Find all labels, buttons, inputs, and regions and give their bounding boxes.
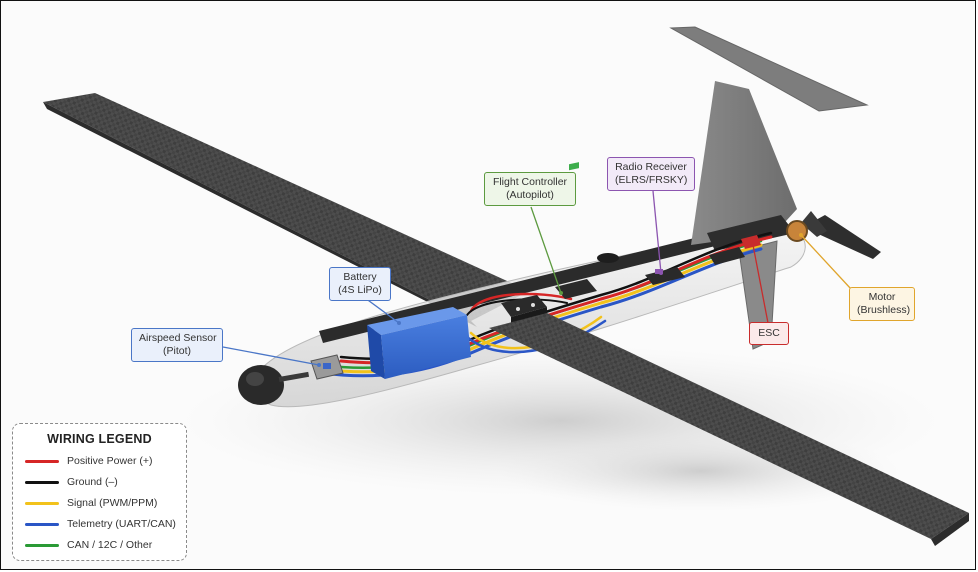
horizontal-stabilizer [669, 26, 869, 112]
legend-label: Ground (–) [67, 476, 118, 488]
motor-sublabel: (Brushless) [857, 304, 911, 316]
radio-receiver-callout: Radio Receiver (ELRS/FRSKY) [607, 157, 695, 191]
airspeed-sensor-callout: Airspeed Sensor (Pitot) [131, 328, 223, 362]
nose-cone [238, 365, 284, 405]
battery-pack [367, 307, 471, 379]
radio-receiver-sublabel: (ELRS/FRSKY) [615, 174, 688, 186]
esc-board [709, 235, 761, 265]
legend-title: WIRING LEGEND [47, 432, 152, 446]
airspeed-sensor-label: Airspeed Sensor [139, 332, 217, 344]
esc-label: ESC [758, 327, 780, 339]
legend-swatch [25, 481, 59, 484]
legend-swatch [25, 502, 59, 505]
motor-label: Motor [868, 291, 896, 303]
flight-controller-label: Flight Controller [492, 176, 568, 188]
airspeed-sensor-module [310, 354, 344, 380]
pitot-tube [278, 371, 310, 382]
flight-controller-sublabel: (Autopilot) [506, 189, 554, 201]
legend-label: Positive Power (+) [67, 455, 153, 467]
legend-swatch [25, 460, 59, 463]
esc-callout: ESC [749, 322, 789, 345]
receiver-board [645, 267, 685, 285]
left-wing [43, 93, 529, 327]
flight-controller-callout: Flight Controller (Autopilot) [484, 172, 576, 206]
autopilot-board [555, 162, 597, 299]
motor-callout: Motor (Brushless) [849, 287, 915, 321]
wiring-legend: WIRING LEGEND Positive Power (+) Ground … [12, 423, 187, 561]
legend-label: Telemetry (UART/CAN) [67, 518, 176, 530]
legend-swatch [25, 523, 59, 526]
legend-swatch [25, 544, 59, 547]
right-wing [489, 313, 969, 546]
gps-antenna [597, 253, 619, 263]
battery-callout: Battery (4S LiPo) [329, 267, 391, 301]
callout-leader-lines [222, 190, 852, 367]
radio-receiver-label: Radio Receiver [615, 161, 687, 173]
vertical-tail [691, 81, 797, 251]
battery-sublabel: (4S LiPo) [338, 284, 382, 296]
battery-label: Battery [343, 271, 377, 283]
legend-label: Signal (PWM/PPM) [67, 497, 158, 509]
airspeed-sensor-sublabel: (Pitot) [162, 345, 191, 357]
propeller [801, 211, 881, 259]
legend-label: CAN / 12C / Other [67, 539, 153, 551]
